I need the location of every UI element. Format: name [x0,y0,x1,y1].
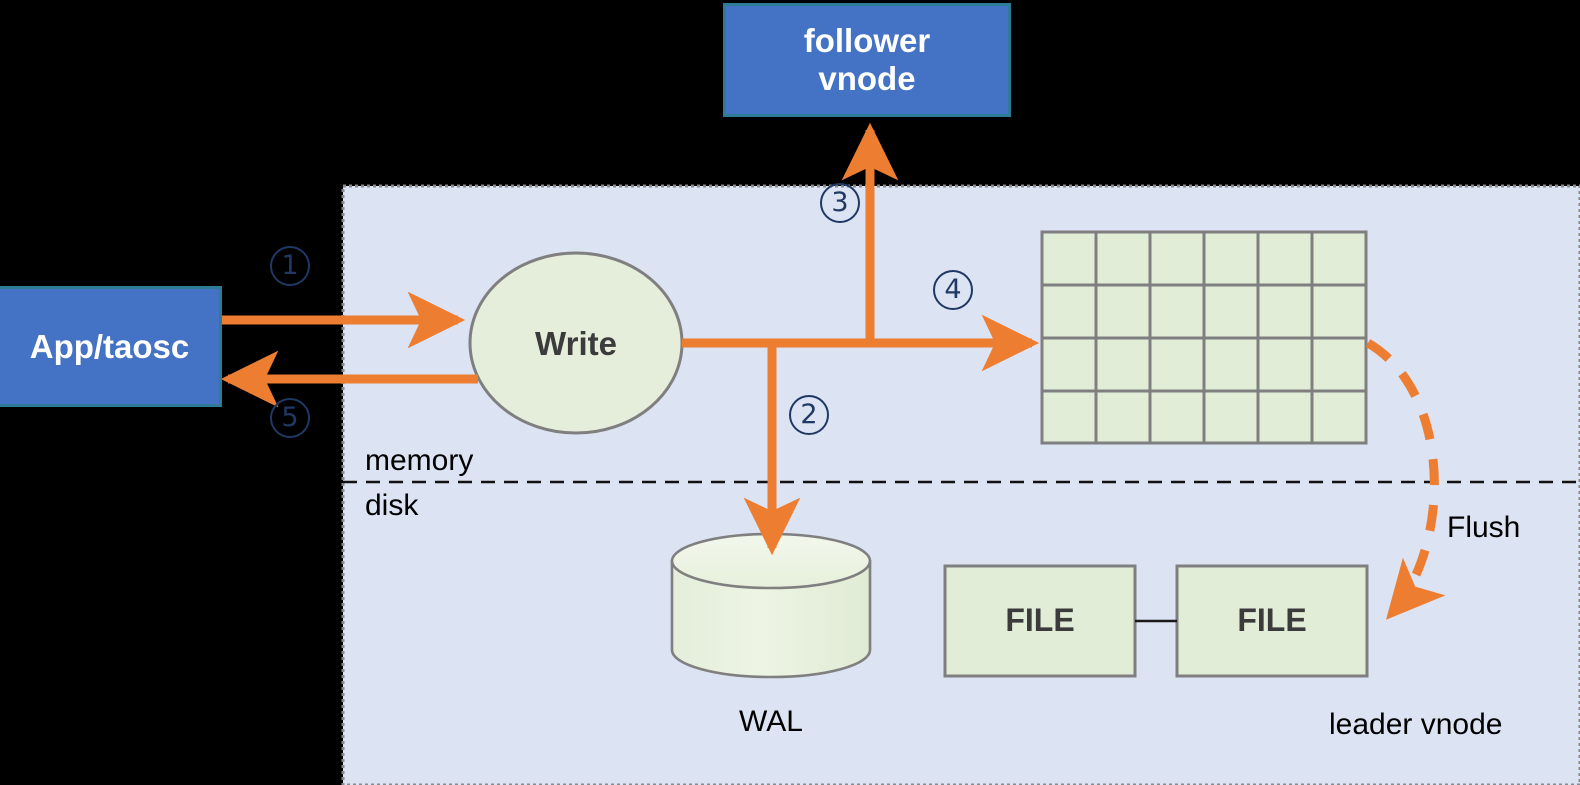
follower-vnode-label-line1: follower [803,22,931,59]
disk-label: disk [365,489,419,522]
file-box-2 [1175,564,1369,678]
write-node-label: Write [535,325,617,362]
step-badge-2-glyph: 2 [800,398,818,430]
follower-vnode-label-line2: vnode [818,60,916,97]
file-boxes [943,564,1369,678]
step-badge-5: 5 [270,398,310,438]
step-badge-1: 1 [270,246,310,286]
file-box-1-label: FILE [1005,602,1075,638]
app-taosc-box[interactable]: App/taosc [0,286,222,407]
step-badge-3: 3 [820,183,860,223]
step-badge-1-glyph: 1 [281,249,299,281]
leader-vnode-title: leader vnode [1329,708,1503,741]
wal-label: WAL [739,705,803,738]
follower-vnode-box[interactable]: follower vnode [723,3,1011,117]
memory-label: memory [365,444,474,477]
wal-cylinder [670,532,872,679]
file-box-2-label: FILE [1237,602,1307,638]
step-badge-4: 4 [933,270,973,310]
arrow-flush-dashed [1365,339,1446,620]
step-badge-2: 2 [789,395,829,435]
flush-label: Flush [1447,511,1521,544]
step-badge-5-glyph: 5 [281,401,299,433]
memtable-grid [1040,230,1368,445]
app-taosc-label: App/taosc [29,327,190,365]
file-box-1 [943,564,1137,678]
step-badge-3-glyph: 3 [831,186,849,218]
step-badge-4-glyph: 4 [944,273,962,305]
